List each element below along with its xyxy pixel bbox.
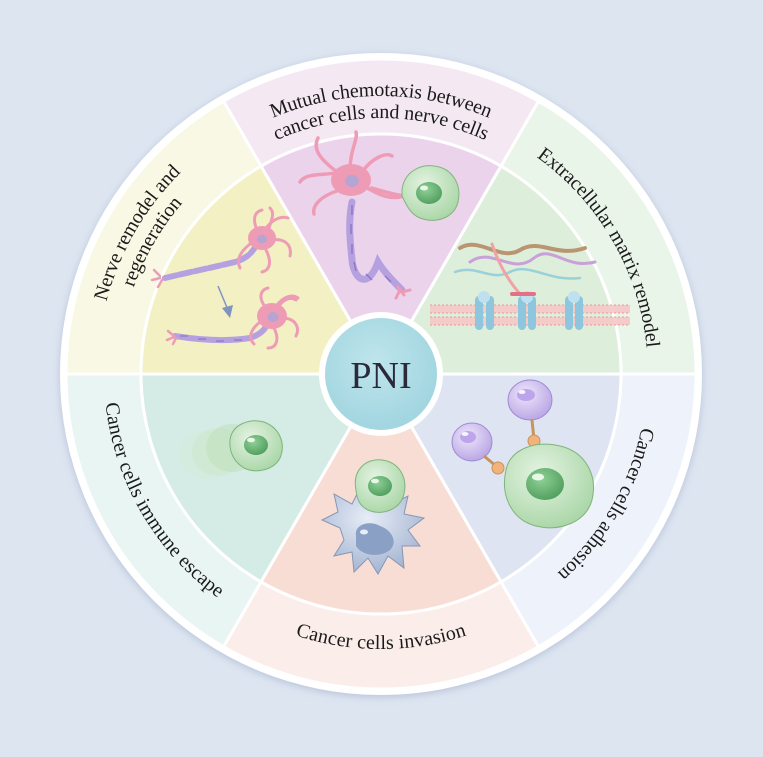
cancer-cell-icon — [401, 165, 460, 221]
cancer-cell-icon — [354, 459, 406, 513]
center-circle — [325, 318, 437, 430]
cancer-cell-icon — [504, 443, 594, 529]
neuron-icon — [298, 130, 412, 300]
neuron-icon — [165, 286, 300, 350]
segment-wedge-nerve-remodel — [139, 164, 384, 376]
down-arrow-icon — [217, 285, 233, 318]
cancer-cell-icon — [179, 420, 283, 479]
immune-cell-icon — [451, 379, 553, 475]
macrophage-icon — [320, 487, 426, 575]
neuron-icon — [150, 206, 292, 289]
illustrations — [150, 130, 630, 575]
segment-wedge-immune-escape — [139, 372, 384, 584]
center-label: PNI — [350, 355, 411, 397]
membrane-icon — [430, 242, 630, 330]
